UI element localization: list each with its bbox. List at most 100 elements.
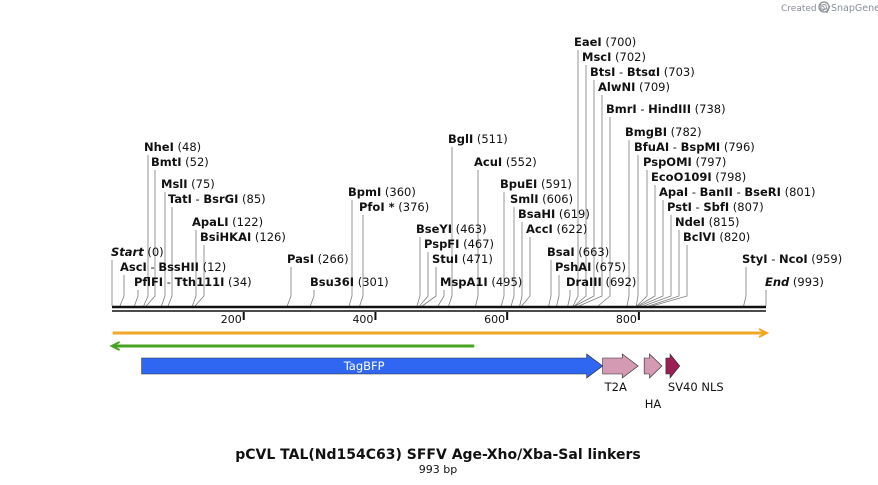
site-label-bmgbi[interactable]: BmgBI (782) [625, 125, 702, 139]
enzyme-name: PasI [287, 252, 314, 266]
site-label-ndei[interactable]: NdeI (815) [675, 215, 740, 229]
site-position: (266) [314, 252, 349, 266]
enzyme-name: StyI [742, 252, 768, 266]
enzyme-name: AscI [120, 260, 147, 274]
site-label-tati[interactable]: TatI - BsrGI (85) [168, 192, 266, 206]
site-label-acci[interactable]: AccI (622) [526, 222, 587, 236]
feature-label-sv40-nls: SV40 NLS [668, 380, 724, 394]
name-separator: - [147, 260, 158, 274]
site-label-mspa1i[interactable]: MspA1I (495) [440, 275, 522, 289]
site-position: (126) [251, 230, 286, 244]
site-leader-bsahi [519, 222, 523, 307]
site-label-smli[interactable]: SmlI (606) [510, 192, 573, 206]
site-leader-nhei [143, 155, 149, 307]
site-label-bsihkai[interactable]: BsiHKAI (126) [200, 230, 286, 244]
enzyme-name: NdeI [675, 215, 705, 229]
snapgene-logo-icon [818, 1, 830, 13]
site-leader-alwni [578, 95, 603, 307]
site-label-end[interactable]: End (993) [765, 275, 824, 289]
site-label-start[interactable]: Start (0) [111, 245, 164, 259]
site-label-eaei[interactable]: EaeI (700) [574, 35, 636, 49]
site-position: (463) [452, 222, 487, 236]
site-label-acui[interactable]: AcuI (552) [474, 155, 537, 169]
site-labels: Start (0) End (993) AscI - BssHII (12)PflF… [111, 35, 842, 289]
ruler-tick-label-600: 600 [484, 313, 505, 326]
site-label-apali[interactable]: ApaLI (122) [192, 215, 263, 229]
site-label-bfuai[interactable]: BfuAI - BspMI (796) [634, 140, 755, 154]
site-label-bmti[interactable]: BmtI (52) [151, 155, 209, 169]
site-leader-pasi [286, 267, 292, 307]
site-label-pfoi[interactable]: PfoI * (376) [359, 200, 429, 214]
site-leader-smli [510, 207, 515, 307]
site-label-msci[interactable]: MscI (702) [582, 50, 646, 64]
site-position: (122) [229, 215, 264, 229]
site-label-bseyi[interactable]: BseYI (463) [416, 222, 487, 236]
site-leader-pflfi [134, 290, 139, 307]
site-label-alwni[interactable]: AlwNI (709) [598, 80, 670, 94]
site-label-pasi[interactable]: PasI (266) [287, 252, 349, 266]
site-label-bsu36i[interactable]: Bsu36I (301) [310, 275, 389, 289]
site-label-pshai[interactable]: PshAI (675) [555, 260, 626, 274]
feature-ha[interactable] [643, 353, 663, 379]
site-position: (796) [720, 140, 755, 154]
site-label-draiii[interactable]: DraIII (692) [566, 275, 636, 289]
name-separator: - [692, 200, 703, 214]
feature-sv40-nls[interactable] [665, 353, 681, 379]
site-position: (467) [459, 237, 494, 251]
enzyme-name: ApaI [659, 185, 688, 199]
site-leader-bmri [597, 117, 611, 307]
feature-tagbfp[interactable] [141, 353, 604, 379]
site-label-btsi[interactable]: BtsI - BtsαI (703) [590, 65, 695, 79]
feature-label-t2a: T2A [604, 380, 627, 394]
enzyme-name: EaeI [574, 35, 602, 49]
feature-label-ha: HA [645, 397, 662, 411]
site-label-bpmi[interactable]: BpmI (360) [348, 185, 416, 199]
site-leader-stui [421, 267, 437, 307]
site-label-bmri[interactable]: BmrI - HindIII (738) [606, 102, 726, 116]
site-label-bgli[interactable]: BglI (511) [448, 132, 508, 146]
site-label-asci[interactable]: AscI - BssHII (12) [120, 260, 226, 274]
enzyme-name: NheI [144, 140, 174, 154]
site-label-bsahi[interactable]: BsaHI (619) [518, 207, 590, 221]
site-leaders [111, 50, 767, 307]
site-label-pspomi[interactable]: PspOMI (797) [643, 155, 726, 169]
site-position: (376) [395, 200, 430, 214]
site-label-apai[interactable]: ApaI - BanII - BseRI (801) [659, 185, 816, 199]
site-position: (495) [488, 275, 523, 289]
enzyme-name: PflFI [134, 275, 163, 289]
site-position: (301) [354, 275, 389, 289]
site-label-msli[interactable]: MslI (75) [161, 177, 215, 191]
name-separator: - [163, 275, 174, 289]
name-separator: - [637, 102, 648, 116]
site-leader-bgli [448, 147, 453, 307]
orf-bar-reverse[interactable] [112, 344, 475, 348]
site-label-stui[interactable]: StuI (471) [432, 252, 493, 266]
enzyme-name: BpuEI [500, 177, 537, 191]
orf-bar-forward[interactable] [112, 331, 766, 335]
enzyme-name: PspOMI [643, 155, 692, 169]
site-label-bclvi[interactable]: BclVI (820) [683, 230, 750, 244]
site-label-pflfi[interactable]: PflFI - Tth111I (34) [134, 275, 252, 289]
site-label-bpuei[interactable]: BpuEI (591) [500, 177, 572, 191]
site-label-pspfi[interactable]: PspFI (467) [424, 237, 494, 251]
site-label-ecoo109i[interactable]: EcoO109I (798) [651, 170, 746, 184]
orf-bars [109, 328, 770, 351]
site-leader-pshai [556, 275, 560, 307]
site-label-psti[interactable]: PstI - SbfI (807) [667, 200, 764, 214]
site-position: (702) [611, 50, 646, 64]
name-separator: - [192, 192, 203, 206]
site-position: (75) [188, 177, 215, 191]
site-position: (703) [660, 65, 695, 79]
site-label-styi[interactable]: StyI - NcoI (959) [742, 252, 842, 266]
site-position: (471) [458, 252, 493, 266]
enzyme-name: BsiHKAI [200, 230, 251, 244]
feature-t2a[interactable] [602, 353, 639, 379]
site-label-bsai[interactable]: BsaI (663) [547, 245, 609, 259]
name-separator: - [733, 185, 744, 199]
site-position: (709) [635, 80, 670, 94]
site-position: (360) [381, 185, 416, 199]
site-leader-bseyi [416, 237, 421, 307]
site-label-nhei[interactable]: NheI (48) [144, 140, 201, 154]
map-length: 993 bp [419, 463, 457, 476]
